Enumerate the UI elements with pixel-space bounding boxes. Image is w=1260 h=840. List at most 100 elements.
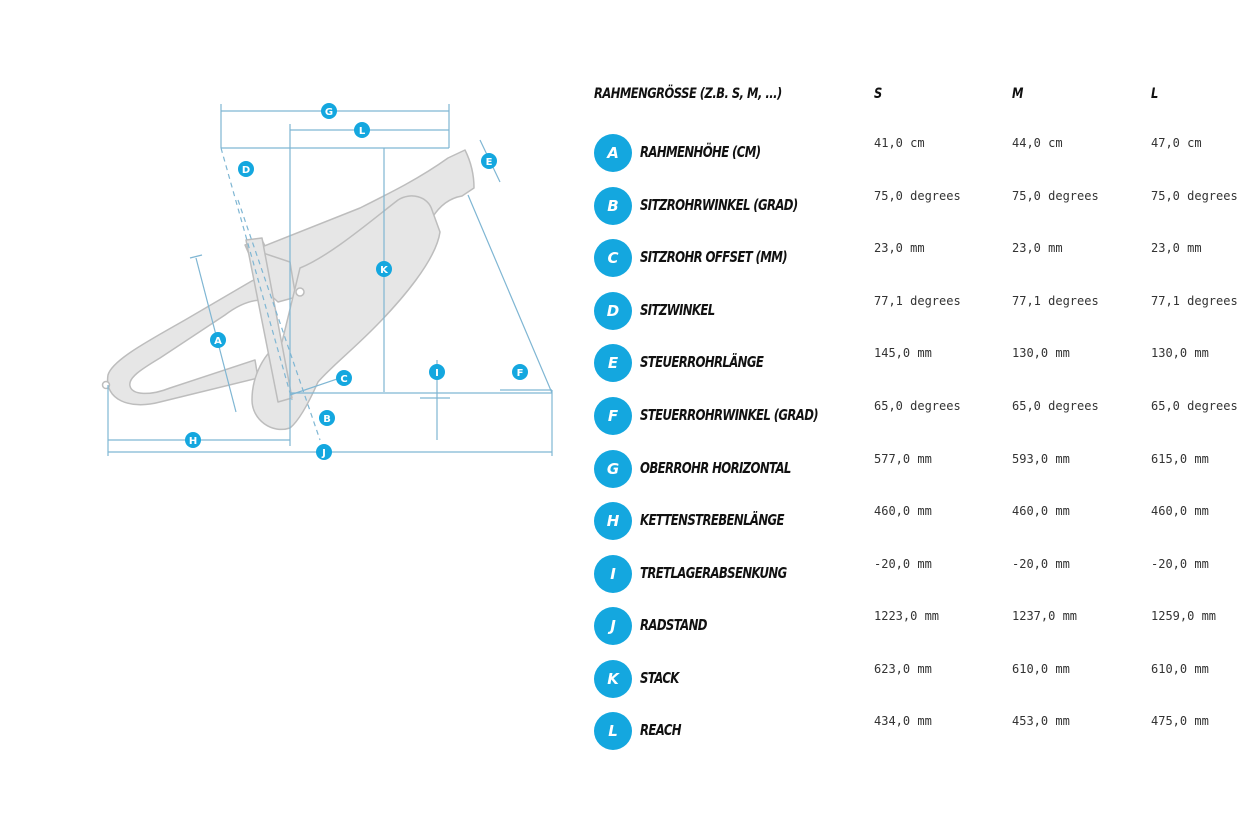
marker-k: K (376, 261, 392, 277)
marker-label: B (323, 414, 331, 425)
row-letter-badge: L (594, 712, 632, 750)
value-l: -20,0 mm (1151, 557, 1209, 571)
row-letter-badge: G (594, 450, 632, 488)
marker-d: D (238, 161, 254, 177)
table-row: F STEUERROHRWINKEL (GRAD) 65,0 degrees 6… (594, 397, 1254, 437)
row-label: SITZWINKEL (640, 301, 715, 319)
marker-label: C (340, 374, 347, 385)
value-s: 145,0 mm (874, 346, 932, 360)
marker-h: H (185, 432, 201, 448)
size-header-m: M (1012, 86, 1023, 102)
value-s: 41,0 cm (874, 136, 925, 150)
row-letter-badge: I (594, 555, 632, 593)
marker-label: K (380, 265, 389, 276)
dimension-markers: G L D E K A C I F B H J (185, 103, 528, 460)
row-label: RADSTAND (640, 616, 707, 634)
row-letter-badge: C (594, 239, 632, 277)
marker-label: I (435, 368, 439, 379)
marker-b: B (319, 410, 335, 426)
row-letter-badge: K (594, 660, 632, 698)
value-s: 77,1 degrees (874, 294, 961, 308)
row-label: SITZROHRWINKEL (GRAD) (640, 196, 798, 214)
value-m: 130,0 mm (1012, 346, 1070, 360)
marker-e: E (481, 153, 497, 169)
size-header-s: S (874, 86, 882, 102)
value-m: 75,0 degrees (1012, 189, 1099, 203)
row-label: STEUERROHRLÄNGE (640, 353, 764, 371)
row-label: SITZROHR OFFSET (MM) (640, 248, 788, 266)
row-letter-badge: F (594, 397, 632, 435)
marker-label: F (517, 368, 524, 379)
marker-j: J (316, 444, 332, 460)
marker-label: G (325, 107, 333, 118)
downtube-motor-shape (251, 195, 441, 431)
value-l: 615,0 mm (1151, 452, 1209, 466)
value-l: 75,0 degrees (1151, 189, 1238, 203)
value-m: 77,1 degrees (1012, 294, 1099, 308)
table-row: C SITZROHR OFFSET (MM) 23,0 mm 23,0 mm 2… (594, 239, 1254, 279)
marker-f: F (512, 364, 528, 380)
value-s: -20,0 mm (874, 557, 932, 571)
row-letter-badge: E (594, 344, 632, 382)
value-s: 434,0 mm (874, 714, 932, 728)
marker-label: L (359, 126, 366, 137)
table-row: G OBERROHR HORIZONTAL 577,0 mm 593,0 mm … (594, 450, 1254, 490)
value-s: 23,0 mm (874, 241, 925, 255)
row-label: TRETLAGERABSENKUNG (640, 564, 787, 582)
frame-geometry-diagram: G L D E K A C I F B H J (100, 90, 570, 470)
table-row: I TRETLAGERABSENKUNG -20,0 mm -20,0 mm -… (594, 555, 1254, 595)
value-l: 130,0 mm (1151, 346, 1209, 360)
table-row: A RAHMENHÖHE (CM) 41,0 cm 44,0 cm 47,0 c… (594, 134, 1254, 174)
value-l: 77,1 degrees (1151, 294, 1238, 308)
table-row: J RADSTAND 1223,0 mm 1237,0 mm 1259,0 mm (594, 607, 1254, 647)
marker-label: A (214, 336, 222, 347)
value-s: 65,0 degrees (874, 399, 961, 413)
value-l: 1259,0 mm (1151, 609, 1217, 623)
row-letter-badge: D (594, 292, 632, 330)
row-letter-badge: H (594, 502, 632, 540)
value-l: 47,0 cm (1151, 136, 1202, 150)
value-l: 65,0 degrees (1151, 399, 1238, 413)
value-l: 475,0 mm (1151, 714, 1209, 728)
frame-size-header: RAHMENGRÖSSE (Z.B. S, M, ...) (594, 86, 782, 102)
size-header-l: L (1151, 86, 1158, 102)
table-row: E STEUERROHRLÄNGE 145,0 mm 130,0 mm 130,… (594, 344, 1254, 384)
value-l: 23,0 mm (1151, 241, 1202, 255)
row-label: OBERROHR HORIZONTAL (640, 459, 791, 477)
row-letter-badge: A (594, 134, 632, 172)
chainstay-shape (106, 277, 271, 406)
row-label: KETTENSTREBENLÄNGE (640, 511, 784, 529)
value-m: 593,0 mm (1012, 452, 1070, 466)
row-label: RAHMENHÖHE (CM) (640, 143, 761, 161)
marker-a: A (210, 332, 226, 348)
value-l: 460,0 mm (1151, 504, 1209, 518)
value-m: 610,0 mm (1012, 662, 1070, 676)
marker-c: C (336, 370, 352, 386)
marker-l: L (354, 122, 370, 138)
row-label: STACK (640, 669, 679, 687)
value-m: 453,0 mm (1012, 714, 1070, 728)
value-s: 623,0 mm (874, 662, 932, 676)
value-m: -20,0 mm (1012, 557, 1070, 571)
value-m: 23,0 mm (1012, 241, 1063, 255)
marker-label: D (242, 165, 250, 176)
bike-frame-silhouette (101, 149, 475, 431)
value-m: 44,0 cm (1012, 136, 1063, 150)
table-row: B SITZROHRWINKEL (GRAD) 75,0 degrees 75,… (594, 187, 1254, 227)
row-letter-badge: B (594, 187, 632, 225)
table-row: H KETTENSTREBENLÄNGE 460,0 mm 460,0 mm 4… (594, 502, 1254, 542)
value-m: 65,0 degrees (1012, 399, 1099, 413)
value-s: 1223,0 mm (874, 609, 940, 623)
marker-label: E (486, 157, 493, 168)
table-row: L REACH 434,0 mm 453,0 mm 475,0 mm (594, 712, 1254, 752)
table-row: D SITZWINKEL 77,1 degrees 77,1 degrees 7… (594, 292, 1254, 332)
value-s: 460,0 mm (874, 504, 932, 518)
value-m: 460,0 mm (1012, 504, 1070, 518)
marker-i: I (429, 364, 445, 380)
pivot-hole (295, 287, 305, 297)
marker-g: G (321, 103, 337, 119)
row-label: STEUERROHRWINKEL (GRAD) (640, 406, 819, 424)
value-s: 577,0 mm (874, 452, 932, 466)
row-letter-badge: J (594, 607, 632, 645)
